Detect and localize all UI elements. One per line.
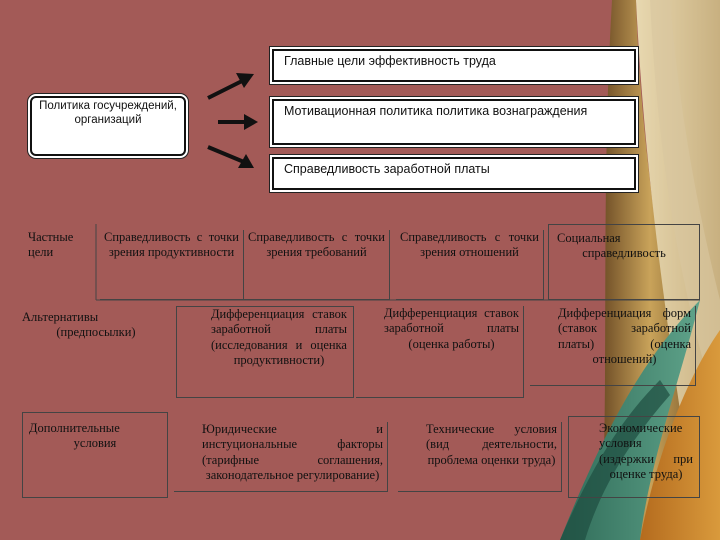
motivation-text: Мотивационная политика политика вознагра… <box>284 104 588 118</box>
row2-c1-text: Дифференциация ставок заработной платы (… <box>211 307 347 367</box>
fairness-box: Справедливость заработной платы <box>272 157 636 190</box>
fairness-text: Справедливость заработной платы <box>284 162 490 176</box>
row2-c3-text: Дифференциация форм (ставок заработной п… <box>558 306 691 366</box>
goals-text: Главные цели эффективность труда <box>284 54 496 68</box>
policy-box: Политика госучреждений, организаций <box>30 96 186 156</box>
row1-c1-text: Справедливость с точки зрения продуктивн… <box>104 230 239 260</box>
row2-label: Альтернативы (предпосылки) <box>22 310 170 390</box>
policy-text: Политика госучреждений, организаций <box>39 100 177 126</box>
row3-c2-text: Технические условия (вид деятельности, п… <box>426 422 557 467</box>
row1-label-text: Частные цели <box>28 230 74 260</box>
row3-cell-legal: Юридические и инстуциональные факторы (т… <box>174 422 388 492</box>
row3-cell-economic: Экономические условия (издержки при оцен… <box>568 416 700 498</box>
row3-c1-text: Юридические и инстуциональные факторы (т… <box>202 422 383 482</box>
row2-cell-relations-evaluation: Дифференциация форм (ставок заработной п… <box>530 306 696 386</box>
row1-cell-requirements: Справедливость с точки зрения требований <box>244 230 390 300</box>
row1-c2-text: Справедливость с точки зрения требований <box>248 230 385 260</box>
arrow-right-icon <box>218 114 258 130</box>
row2-cell-productivity: Дифференциация ставок заработной платы (… <box>176 306 354 398</box>
row2-label-text: Альтернативы (предпосылки) <box>22 310 136 340</box>
row1-c4-text: Социальная справедливость <box>557 231 666 261</box>
row1-c3-text: Справедливость с точки зрения отношений <box>400 230 539 260</box>
row2-cell-work-evaluation: Дифференциация ставок заработной платы (… <box>356 306 524 398</box>
row2-c2-text: Дифференциация ставок заработной платы (… <box>384 306 519 351</box>
goals-box: Главные цели эффективность труда <box>272 49 636 82</box>
row1-label: Частные цели <box>28 230 92 290</box>
row3-cell-technical: Технические условия (вид деятельности, п… <box>398 422 562 492</box>
row1-cell-social: Социальная справедливость <box>548 224 700 300</box>
motivation-box: Мотивационная политика политика вознагра… <box>272 99 636 145</box>
arrow-up-icon <box>207 73 254 100</box>
row3-label: Дополнительные условия <box>22 412 168 498</box>
arrow-down-icon <box>207 145 254 168</box>
row3-label-text: Дополнительные условия <box>29 421 120 451</box>
row1-cell-relations: Справедливость с точки зрения отношений <box>396 230 544 300</box>
row1-cell-productivity: Справедливость с точки зрения продуктивн… <box>100 230 244 300</box>
row3-c3-text: Экономические условия (издержки при оцен… <box>599 421 693 481</box>
